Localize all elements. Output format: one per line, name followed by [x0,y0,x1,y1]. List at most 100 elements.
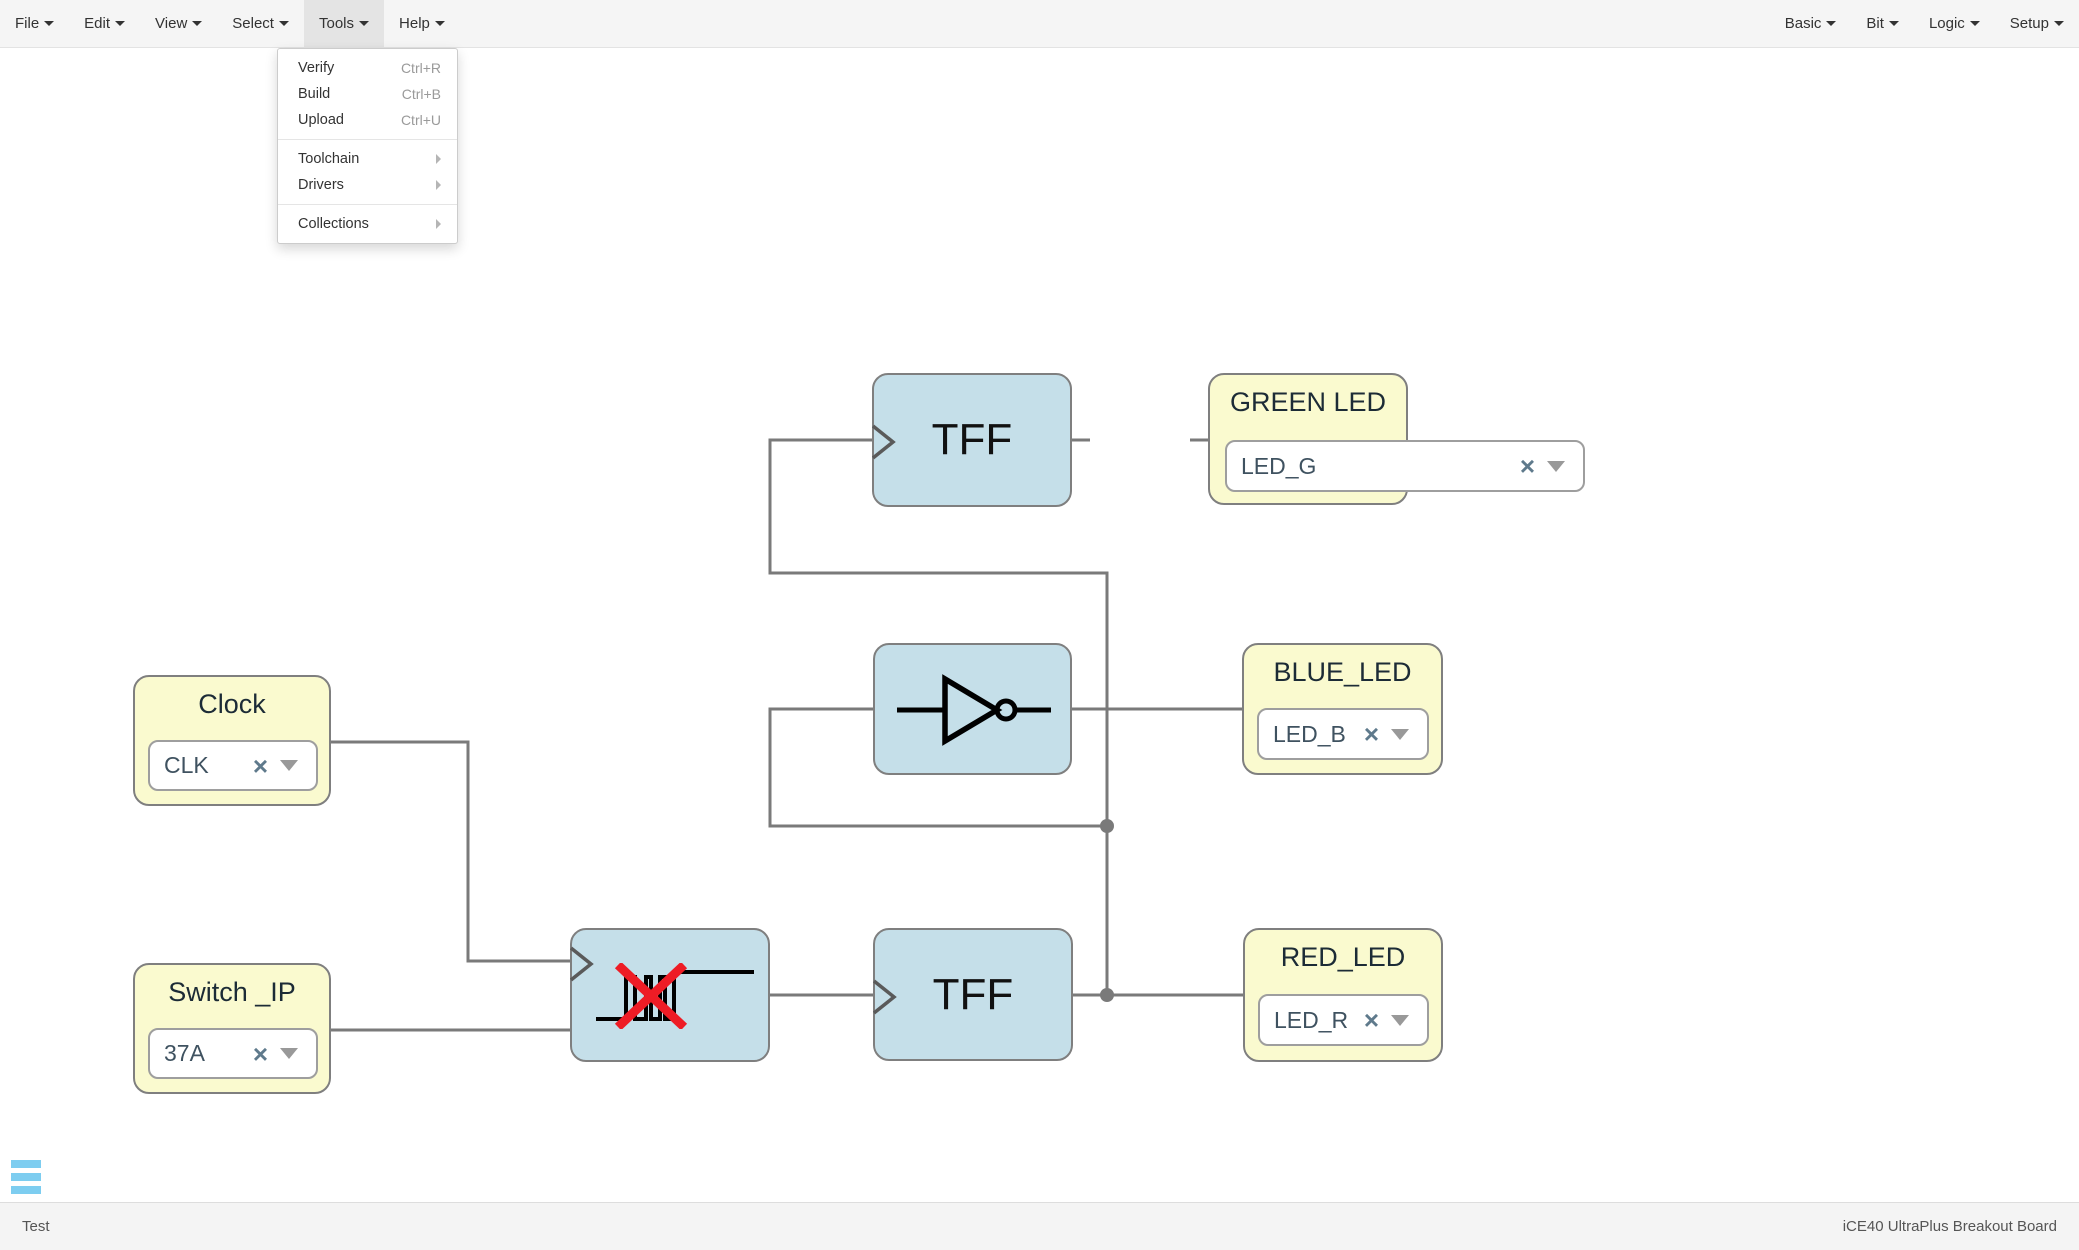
blue-led-pin-value: LED_B [1273,720,1346,747]
menu-edit-label: Edit [84,15,111,32]
chevron-down-icon[interactable] [280,760,298,771]
tff-bottom-label: TFF [932,969,1014,1019]
build-label: Build [298,86,331,102]
wire-clock-to-debounce[interactable] [331,740,570,963]
block-clock-title: Clock [198,689,266,719]
build-shortcut: Ctrl+B [401,86,441,102]
chevron-down-icon[interactable] [1391,1014,1409,1026]
chevron-down-icon[interactable] [1391,728,1409,740]
caret-down-icon [359,21,370,26]
block-not-gate[interactable] [873,643,1072,775]
block-switch-ip[interactable]: Switch _IP 37A × [133,963,331,1094]
design-canvas[interactable]: Clock CLK × Switch _IP 37A × TFF [0,48,2079,1202]
wire-feedback-to-tff-top[interactable] [768,438,1109,995]
menu-item-collections[interactable]: Collections [278,211,457,237]
caret-down-icon [192,21,203,26]
wire-feedback-to-not[interactable] [768,707,1107,828]
menu-bit-label: Bit [1866,15,1884,32]
submenu-arrow-icon [436,154,441,164]
menu-bit[interactable]: Bit [1851,0,1914,47]
menu-file-label: File [15,15,40,32]
menu-item-drivers[interactable]: Drivers [278,172,457,198]
blue-led-pin-select[interactable]: LED_B × [1257,708,1429,760]
red-led-pin-select[interactable]: LED_R × [1258,994,1429,1046]
close-icon[interactable]: × [252,1038,268,1069]
menu-basic-label: Basic [1784,15,1822,32]
caret-down-icon [278,21,289,26]
menu-help-label: Help [399,15,430,32]
caret-down-icon [1826,21,1837,26]
menu-bar: File Edit View Select Tools Help Basic B… [0,0,2079,48]
menu-tools[interactable]: Tools [303,0,385,47]
caret-down-icon [1888,21,1899,26]
chevron-down-icon[interactable] [1547,460,1565,472]
menu-item-toolchain[interactable]: Toolchain [278,146,457,172]
menu-setup-label: Setup [2009,15,2049,32]
green-led-title: GREEN LED [1229,387,1387,417]
menu-view-label: View [155,15,188,32]
project-name: Test [22,1218,50,1235]
block-red-led[interactable]: RED_LED LED_R × [1243,928,1443,1062]
menu-basic[interactable]: Basic [1770,0,1852,47]
block-green-led[interactable]: GREEN LED LED_G × [1208,373,1585,505]
menu-divider [278,139,457,140]
caret-down-icon [2054,21,2064,26]
submenu-arrow-icon [436,219,441,229]
menu-setup[interactable]: Setup [1995,0,2079,47]
clock-port-icon [570,946,594,982]
clock-pin-value: CLK [164,752,209,778]
hamburger-bar [11,1173,41,1181]
clock-port-icon [872,424,896,460]
verify-label: Verify [298,60,335,76]
menu-select[interactable]: Select [217,0,304,47]
caret-down-icon [115,21,126,26]
close-icon[interactable]: × [1363,719,1379,749]
toolchain-label: Toolchain [298,151,360,167]
menu-file[interactable]: File [0,0,69,47]
menu-item-verify[interactable]: Verify Ctrl+R [278,55,457,81]
block-debounce[interactable] [570,928,770,1062]
drivers-label: Drivers [298,177,344,193]
collections-hamburger-icon[interactable] [11,1160,41,1199]
menu-select-label: Select [232,15,274,32]
close-icon[interactable]: × [1519,451,1535,481]
block-tff-bottom[interactable]: TFF [873,928,1073,1061]
clock-pin-select[interactable]: CLK × [148,740,318,791]
caret-down-icon [1969,21,1980,26]
green-led-pin-select[interactable]: LED_G × [1225,440,1585,492]
menu-view[interactable]: View [140,0,217,47]
switch-pin-select[interactable]: 37A × [148,1028,318,1079]
clock-port-icon [873,979,897,1015]
menu-item-build[interactable]: Build Ctrl+B [278,81,457,107]
chevron-down-icon[interactable] [280,1048,298,1059]
red-led-pin-value: LED_R [1274,1006,1349,1033]
block-clock[interactable]: Clock CLK × [133,675,331,806]
collections-label: Collections [298,216,369,232]
caret-down-icon [44,21,55,26]
block-blue-led[interactable]: BLUE_LED LED_B × [1242,643,1443,775]
hamburger-bar [11,1160,41,1168]
not-gate-icon [897,674,1051,746]
green-led-pin-value: LED_G [1241,452,1317,479]
menu-edit[interactable]: Edit [69,0,140,47]
switch-pin-value: 37A [164,1040,205,1066]
wire-junction-dot [1100,988,1114,1002]
board-name: iCE40 UltraPlus Breakout Board [1842,1218,2057,1235]
hamburger-bar [11,1186,41,1194]
tools-dropdown-menu: Verify Ctrl+R Build Ctrl+B Upload Ctrl+U… [277,48,458,244]
verify-shortcut: Ctrl+R [400,60,441,76]
close-icon[interactable]: × [1363,1005,1379,1035]
close-icon[interactable]: × [252,750,268,781]
tff-top-label: TFF [931,415,1013,464]
block-tff-top[interactable]: TFF [872,373,1072,507]
block-switch-title: Switch _IP [168,977,296,1007]
red-led-title: RED_LED [1280,942,1406,972]
menu-item-upload[interactable]: Upload Ctrl+U [278,107,457,133]
menu-help[interactable]: Help [384,0,460,47]
wire-junction-dot [1100,819,1114,833]
caret-down-icon [434,21,445,26]
submenu-arrow-icon [436,180,441,190]
menu-tools-label: Tools [318,15,355,32]
debounce-waveform-icon [596,963,754,1029]
menu-logic[interactable]: Logic [1914,0,1995,47]
